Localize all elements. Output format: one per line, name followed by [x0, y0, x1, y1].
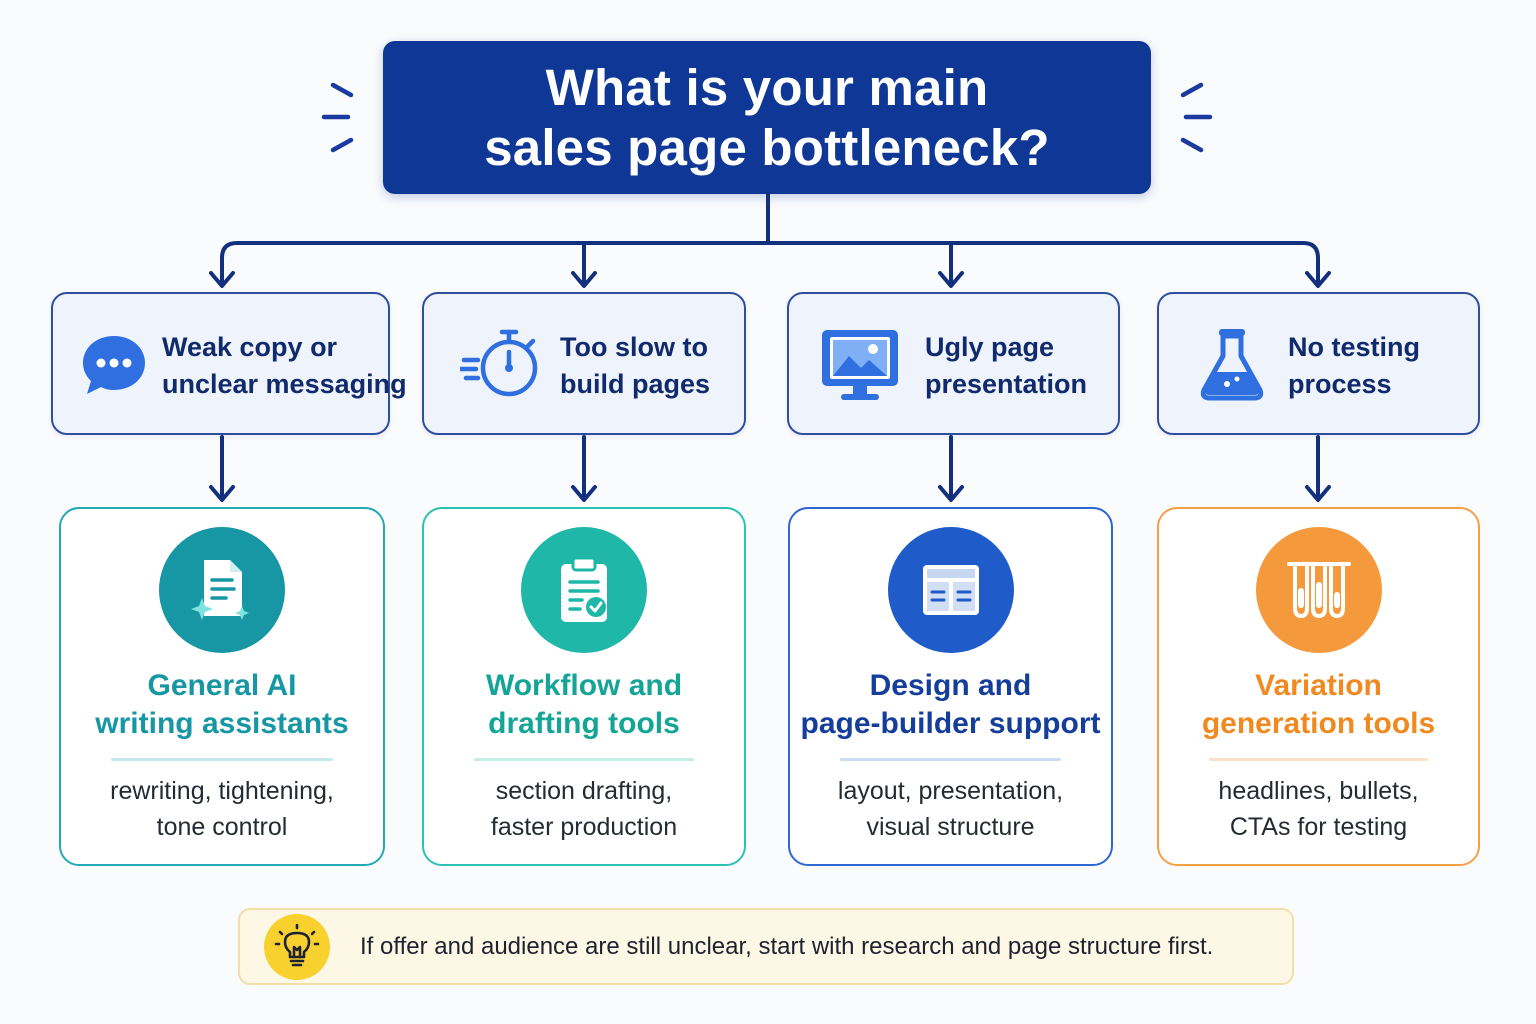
stopwatch-icon: [460, 329, 538, 397]
solution-desc-line-2: faster production: [490, 813, 678, 841]
document-sparkle-icon: [159, 527, 285, 653]
problem-line-1: Too slow to: [560, 332, 708, 362]
monitor-image-icon: [822, 330, 898, 400]
flask-icon: [1200, 329, 1264, 401]
title-rays-right: [1180, 82, 1213, 153]
solution-desc-line-1: rewriting, tightening,: [110, 777, 334, 805]
solution-divider: [840, 758, 1061, 761]
title-rays-left: [321, 82, 354, 153]
problem-line-1: No testing: [1288, 332, 1420, 362]
tip-text: If offer and audience are still unclear,…: [360, 933, 1214, 960]
tip-banner: If offer and audience are still unclear,…: [238, 908, 1294, 985]
problem-card-no-testing: No testing process: [1157, 292, 1480, 435]
solution-divider: [1209, 758, 1428, 761]
solution-desc-line-1: section drafting,: [495, 777, 673, 805]
solution-desc-line-2: tone control: [156, 813, 288, 841]
solution-title-line-2: drafting tools: [488, 707, 680, 740]
solution-divider: [474, 758, 694, 761]
solution-card-writing-assistants: General AI writing assistants rewriting,…: [59, 507, 385, 866]
question-title-box: What is your main sales page bottleneck?: [383, 41, 1151, 194]
solution-title-line-2: page-builder support: [800, 707, 1101, 740]
problem-line-2: presentation: [925, 369, 1088, 399]
solution-desc-line-2: visual structure: [866, 813, 1035, 841]
solution-card-variation-tools: Variation generation tools headlines, bu…: [1157, 507, 1480, 866]
solution-divider: [111, 758, 333, 761]
problem-line-1: Weak copy or: [162, 332, 338, 362]
problem-line-2: unclear messaging: [162, 369, 407, 399]
solution-card-design-support: Design and page-builder support layout, …: [788, 507, 1113, 866]
problem-card-ugly-presentation: Ugly page presentation: [787, 292, 1120, 435]
solution-desc-line-2: CTAs for testing: [1229, 813, 1408, 841]
title-line-1: What is your main: [545, 58, 989, 116]
problem-line-1: Ugly page: [925, 332, 1055, 362]
solution-title-line-2: writing assistants: [95, 707, 349, 740]
solution-desc-line-1: layout, presentation,: [837, 777, 1064, 805]
test-tubes-icon: [1255, 527, 1382, 653]
problem-card-too-slow: Too slow to build pages: [422, 292, 746, 435]
clipboard-check-icon: [521, 527, 647, 653]
problem-card-weak-copy: Weak copy or unclear messaging: [51, 292, 407, 435]
lightbulb-icon: [264, 914, 330, 980]
solution-title-line-1: Variation: [1255, 669, 1382, 702]
layout-grid-icon: [887, 527, 1014, 653]
solution-title-line-1: General AI: [147, 669, 297, 702]
problem-line-2: build pages: [560, 369, 711, 399]
solution-desc-line-1: headlines, bullets,: [1218, 777, 1419, 805]
chat-bubble-icon: [83, 336, 145, 394]
solution-card-workflow-tools: Workflow and drafting tools section draf…: [422, 507, 746, 866]
title-line-2: sales page bottleneck?: [484, 118, 1050, 176]
solution-title-line-1: Design and: [869, 669, 1032, 702]
solution-title-line-2: generation tools: [1201, 707, 1436, 740]
solution-title-line-1: Workflow and: [485, 669, 683, 702]
problem-line-2: process: [1288, 369, 1392, 399]
